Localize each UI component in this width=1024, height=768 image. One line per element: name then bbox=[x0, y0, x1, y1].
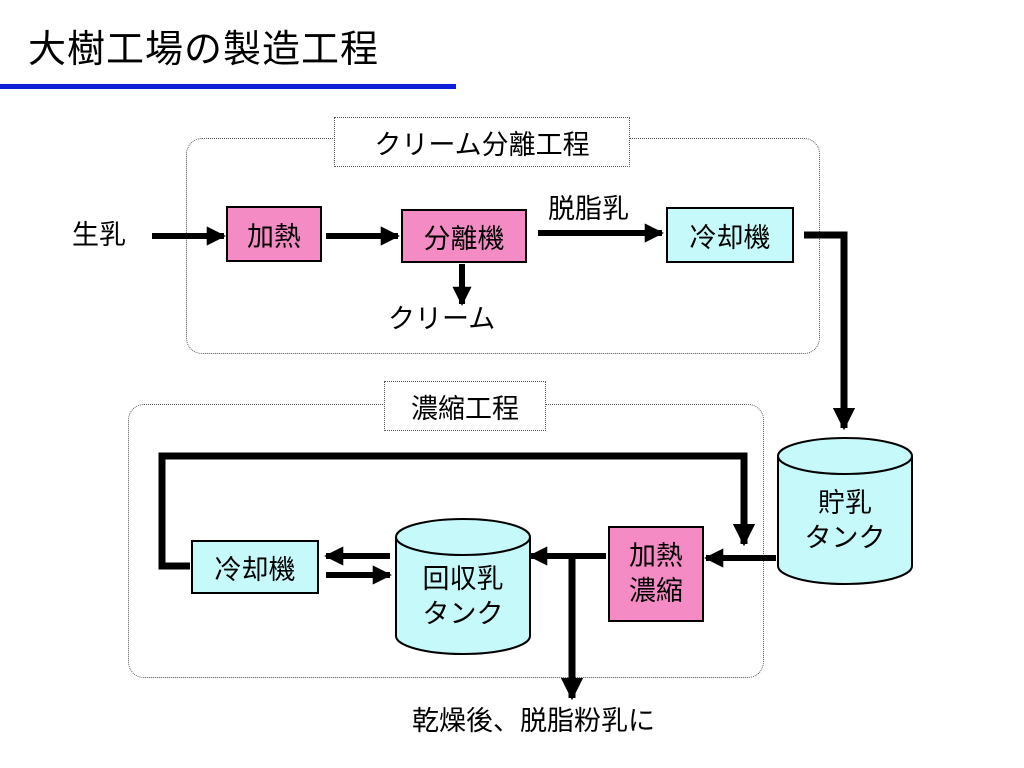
storage-tank-shape bbox=[777, 437, 913, 585]
arrow-cooler-to-storage-tank bbox=[804, 231, 856, 431]
separator-box: 分離機 bbox=[401, 209, 527, 263]
storage-tank-label-line2: タンク bbox=[804, 523, 886, 555]
recovery-tank-label: 回収乳 タンク bbox=[396, 562, 530, 632]
heating-box: 加熱 bbox=[226, 206, 322, 262]
arrow-recirculation-loop bbox=[158, 452, 756, 570]
raw-milk-label: 生乳 bbox=[72, 220, 126, 251]
output-label: 乾燥後、脱脂粉乳に bbox=[412, 706, 655, 737]
cream-label: クリーム bbox=[388, 304, 496, 335]
heat-concentrate-box: 加熱 濃縮 bbox=[608, 526, 704, 622]
storage-tank-label-line1: 貯乳 bbox=[818, 488, 872, 519]
concentration-group-label: 濃縮工程 bbox=[384, 381, 546, 431]
recovery-tank-label-line2: タンク bbox=[422, 599, 504, 631]
cream-separation-group-label: クリーム分離工程 bbox=[334, 117, 630, 167]
recovery-tank-shape bbox=[395, 518, 531, 655]
cooler-bottom-box: 冷却機 bbox=[191, 540, 319, 594]
heat-concentrate-line1: 加熱 bbox=[629, 540, 683, 572]
storage-tank-label: 貯乳 タンク bbox=[778, 486, 912, 556]
skim-milk-label: 脱脂乳 bbox=[548, 194, 629, 225]
cooler-top-box: 冷却機 bbox=[666, 207, 794, 263]
recovery-tank-label-line1: 回収乳 bbox=[422, 564, 504, 595]
page-title: 大樹工場の製造工程 bbox=[28, 27, 380, 71]
title-underline bbox=[0, 84, 456, 89]
heat-concentrate-line2: 濃縮 bbox=[629, 576, 683, 607]
